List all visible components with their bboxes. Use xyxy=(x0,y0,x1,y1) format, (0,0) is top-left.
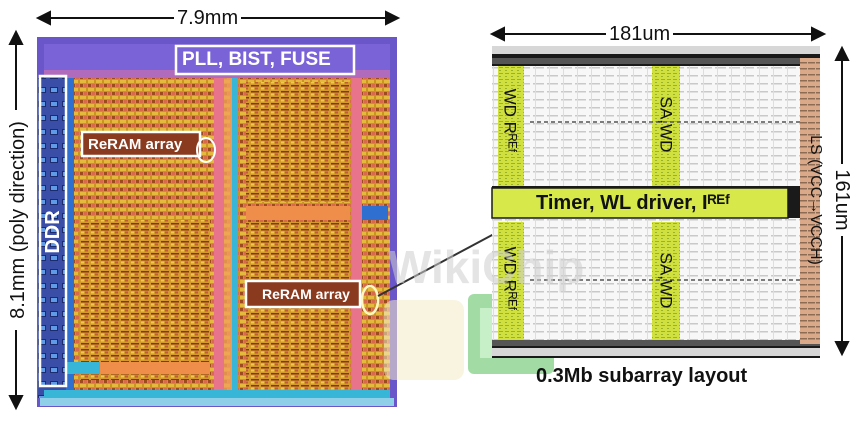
die-width-label: 7.9mm xyxy=(174,8,242,28)
ls-label: LS (VCC→VCCH) xyxy=(807,135,824,265)
watermark-text: WikiChip xyxy=(388,241,585,293)
subarray-width-label: 181um xyxy=(606,24,674,44)
reram-outline-2 xyxy=(244,279,362,309)
reram-callout-1 xyxy=(196,137,216,163)
timer-label: Timer, WL driver, Iᴿᴱᶠ xyxy=(536,192,730,214)
ddr-label: DDR xyxy=(42,210,64,254)
ddr-outline xyxy=(38,74,68,388)
subarray-height-label: 161um xyxy=(831,164,853,236)
zoom-leader-line xyxy=(377,233,495,297)
subarray-layout xyxy=(491,46,820,358)
pll-outline xyxy=(174,44,356,76)
subarray-caption: 0.3Mb subarray layout xyxy=(536,365,748,387)
reram-outline-1 xyxy=(80,130,202,158)
die-photo xyxy=(37,37,397,407)
die-height-label: 8.1mm (poly direction) xyxy=(7,110,29,330)
reram-label-2: ReRAM array xyxy=(262,286,350,302)
sa-wd-top-label: SA,WD xyxy=(656,96,676,153)
reram-label-1: ReRAM array xyxy=(88,136,183,153)
reram-callout-2 xyxy=(360,284,380,316)
sa-wd-bottom-label: SA,WD xyxy=(656,252,676,309)
wd-ref-top-label: WD Rᴿᴱᶠ xyxy=(500,88,520,153)
pll-label: PLL, BIST, FUSE xyxy=(182,49,331,70)
